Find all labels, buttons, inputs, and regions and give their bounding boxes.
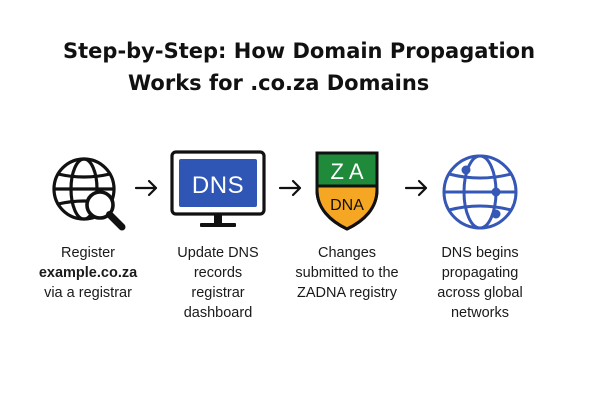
arrow-right-icon [134,179,158,197]
caption-line: registrar [191,285,245,301]
caption-line: propagating [441,265,519,281]
page-title-line-1: Step-by-Step: How Domain Propagation [63,39,536,63]
arrow-right-icon [278,179,302,197]
globe-magnifier-icon [52,157,126,231]
caption-line: Update DNS [177,245,259,261]
zadna-shield-icon: Z A DNA [315,151,379,231]
caption-line: submitted to the [295,265,399,281]
step-2-caption: Update DNS records registrar dashboard [138,243,298,323]
dns-screen-label: DNS [192,172,244,199]
shield-top-label: Z A [330,159,363,184]
monitor-dns-icon: DNS [170,150,266,227]
caption-line: Changes [317,245,377,261]
caption-line: via a registrar [44,285,132,301]
arrow-right-icon [404,179,428,197]
page-title-line-2: Works for .co.za Domains [128,71,430,95]
caption-domain: example.co.za [38,265,138,281]
caption-line: Register [61,245,115,261]
shield-bottom-label: DNA [330,197,364,214]
caption-line: ZADNA registry [297,285,397,301]
caption-line: DNS begins [441,245,519,261]
step-4-caption: DNS begins propagating across global net… [400,243,560,323]
network-globe-icon [442,154,518,230]
step-1-caption: Register example.co.za via a registrar [8,243,168,303]
step-3-caption: Changes submitted to the ZADNA registry [267,243,427,303]
caption-line: dashboard [183,305,253,321]
caption-line: networks [450,305,510,321]
caption-line: across global [437,285,523,301]
caption-line: records [193,265,243,281]
